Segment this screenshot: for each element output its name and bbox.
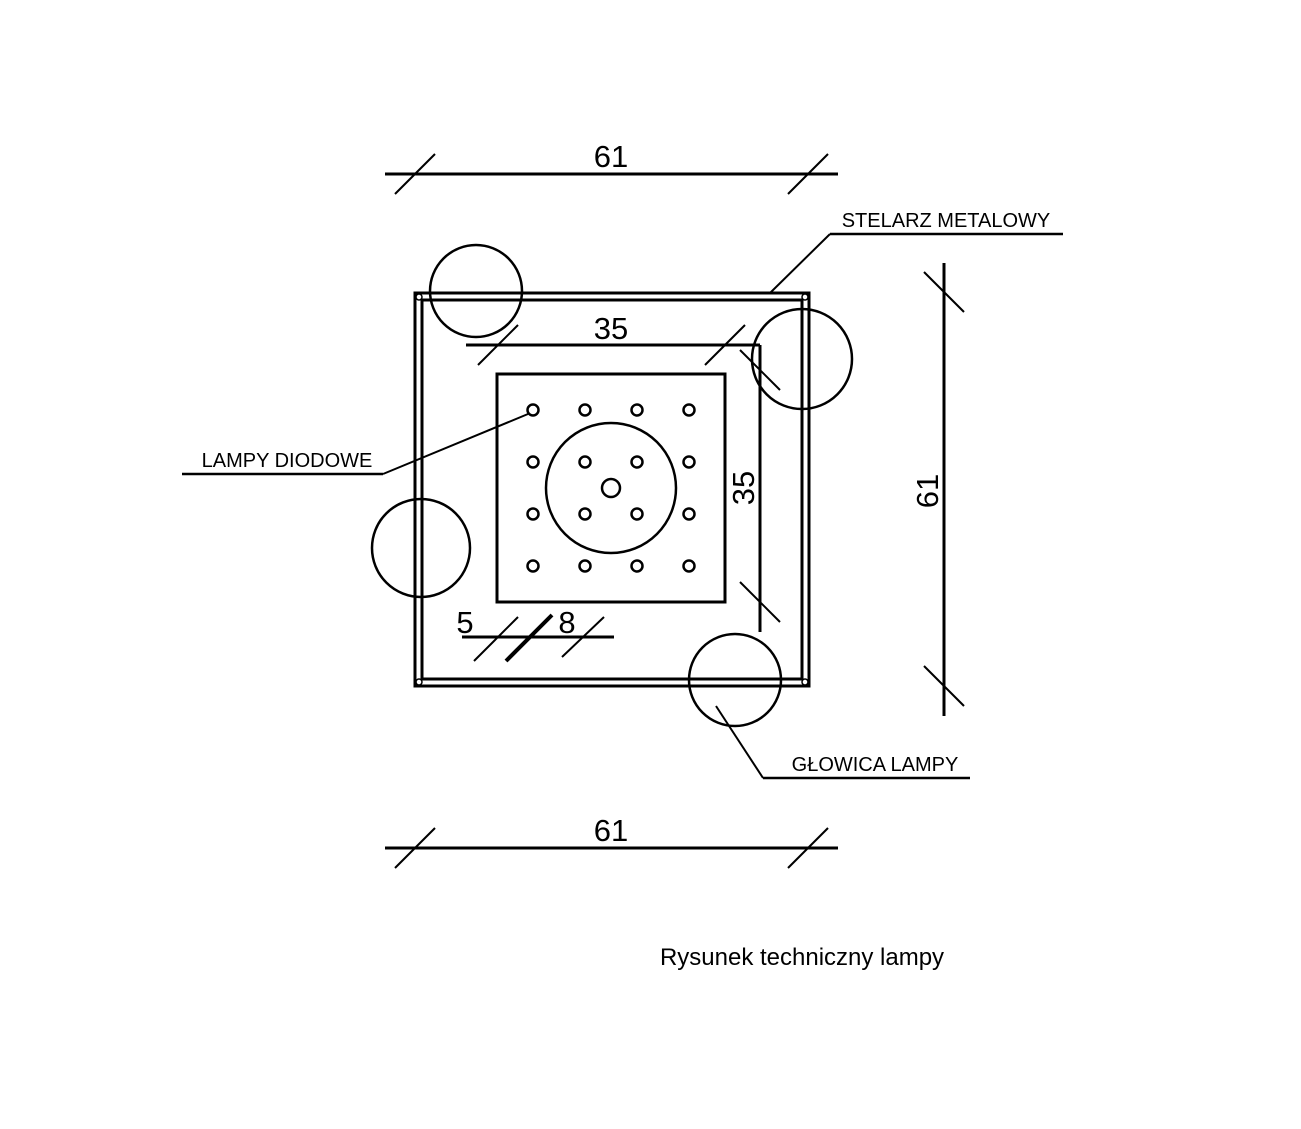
lamp-head-circle — [750, 307, 854, 411]
led-dot — [630, 507, 644, 521]
dimension-margins: 5 8 — [456, 605, 614, 663]
dimension-label: 35 — [594, 311, 628, 346]
led-dot — [630, 455, 644, 469]
dimension-tick — [739, 581, 781, 623]
leader-line — [382, 413, 529, 475]
frame-bolt — [801, 678, 809, 686]
dimension-bottom-width: 61 — [385, 813, 838, 869]
led-panel-square — [495, 372, 727, 604]
dimension-tick — [477, 324, 519, 366]
callout-head: GŁOWICA LAMPY — [715, 705, 970, 780]
dimension-tick — [561, 616, 605, 658]
frame-outer-edge — [413, 291, 811, 688]
dimension-tick — [787, 153, 829, 195]
lamp-heads — [370, 243, 854, 728]
dimension-label: 61 — [594, 139, 628, 174]
led-dot — [526, 507, 540, 521]
led-dot — [526, 559, 540, 573]
leader-line — [769, 233, 831, 294]
led-dot — [682, 507, 696, 521]
dimension-tick — [504, 613, 554, 663]
led-dot — [578, 403, 592, 417]
led-dot — [526, 403, 540, 417]
dimension-top-width: 61 — [385, 139, 838, 195]
frame-bolt — [415, 678, 423, 686]
dimension-tick — [704, 324, 746, 366]
led-dot — [682, 403, 696, 417]
dimension-tick — [787, 827, 829, 869]
callout-leds: LAMPY DIODOWE — [182, 413, 529, 476]
lamp-head-circle — [370, 497, 472, 599]
frame-label: STELARZ METALOWY — [842, 210, 1051, 232]
frame-inner-edge — [420, 298, 804, 681]
led-center-hole — [600, 477, 622, 499]
dimension-inner-width: 35 — [466, 311, 760, 366]
dimension-label: 8 — [558, 605, 575, 640]
led-dot — [682, 455, 696, 469]
led-dot — [630, 403, 644, 417]
dimension-inner-height: 35 — [726, 345, 781, 632]
dimension-tick — [394, 827, 436, 869]
led-panel — [495, 372, 727, 604]
dimension-label: 61 — [594, 813, 628, 848]
dimension-tick — [739, 349, 781, 391]
led-dot — [526, 455, 540, 469]
lamp-head-circle — [687, 632, 783, 728]
dimension-label: 5 — [456, 605, 473, 640]
led-dot — [578, 455, 592, 469]
callout-frame: STELARZ METALOWY — [769, 210, 1063, 294]
led-dot — [578, 559, 592, 573]
head-label: GŁOWICA LAMPY — [792, 754, 959, 776]
dimension-tick — [923, 665, 965, 707]
dimension-label: 61 — [910, 474, 945, 508]
led-dot — [682, 559, 696, 573]
led-dots — [526, 403, 696, 573]
dimension-right-height: 61 — [910, 263, 965, 716]
metal-frame — [413, 291, 811, 688]
drawing-caption: Rysunek techniczny lampy — [660, 944, 944, 971]
frame-bolt — [801, 293, 809, 301]
dimension-tick — [394, 153, 436, 195]
frame-bolt — [415, 293, 423, 301]
leds-label: LAMPY DIODOWE — [202, 450, 373, 472]
leader-line — [715, 705, 764, 779]
dimension-tick — [473, 616, 519, 662]
dimension-label: 35 — [726, 471, 761, 505]
led-center-ring — [544, 421, 678, 555]
lamp-head-circle — [428, 243, 524, 339]
led-dot — [578, 507, 592, 521]
led-dot — [630, 559, 644, 573]
dimension-tick — [923, 271, 965, 313]
